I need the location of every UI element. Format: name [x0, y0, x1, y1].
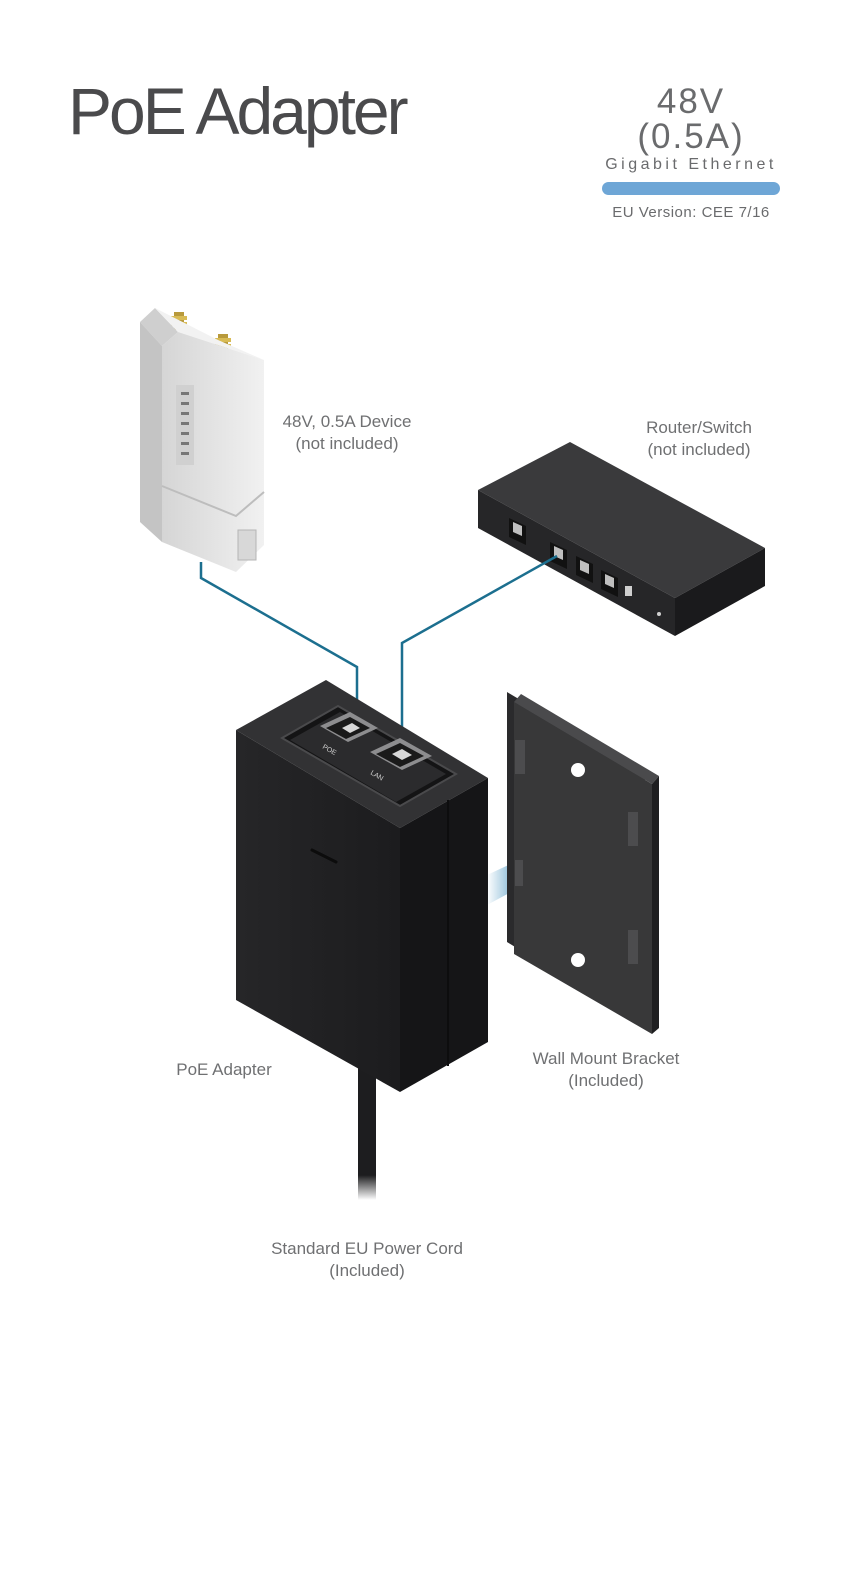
mount-hole-icon: [571, 953, 585, 967]
device-label-line2: (not included): [295, 434, 399, 453]
ethernet-port-icon: [576, 556, 593, 583]
bracket-label: Wall Mount Bracket (Included): [511, 1048, 701, 1092]
ethernet-cable-device: [199, 562, 359, 728]
bracket-label-line1: Wall Mount Bracket: [532, 1049, 680, 1068]
spec-block: 48V (0.5A) Gigabit Ethernet EU Version: …: [598, 84, 784, 221]
router-label-line1: Router/Switch: [646, 418, 752, 437]
adapter-label-line1: PoE Adapter: [176, 1060, 272, 1079]
mount-hole-icon: [571, 763, 585, 777]
ethernet-port-icon: [601, 570, 618, 597]
spec-interface: Gigabit Ethernet: [605, 156, 777, 173]
spec-version: EU Version: CEE 7/16: [612, 204, 770, 221]
poe-adapter-device: POE LAN: [236, 680, 488, 1092]
router-switch-device: [478, 442, 765, 636]
device-label: 48V, 0.5A Device (not included): [262, 411, 432, 455]
bracket-label-line2: (Included): [568, 1071, 644, 1090]
page-title: PoE Adapter: [68, 74, 409, 148]
router-label: Router/Switch (not included): [619, 417, 779, 461]
wall-mount-bracket: [507, 692, 659, 1034]
poe-port-icon: [320, 712, 378, 742]
cord-label: Standard EU Power Cord (Included): [252, 1238, 482, 1282]
accent-bar: [602, 182, 780, 195]
lan-port-icon: [370, 738, 432, 770]
power-cord: [358, 1062, 376, 1200]
ethernet-port-icon: [509, 518, 526, 545]
router-label-line2: (not included): [647, 440, 751, 459]
spec-voltage: 48V (0.5A): [637, 82, 745, 156]
led-indicator-icon: [176, 385, 194, 465]
ethernet-cable-router: [400, 554, 558, 748]
cord-label-line1: Standard EU Power Cord: [271, 1239, 463, 1258]
device-label-line1: 48V, 0.5A Device: [282, 412, 412, 431]
adapter-label: PoE Adapter: [154, 1059, 294, 1081]
cord-label-line2: (Included): [329, 1261, 405, 1280]
access-point-device: [140, 308, 265, 572]
